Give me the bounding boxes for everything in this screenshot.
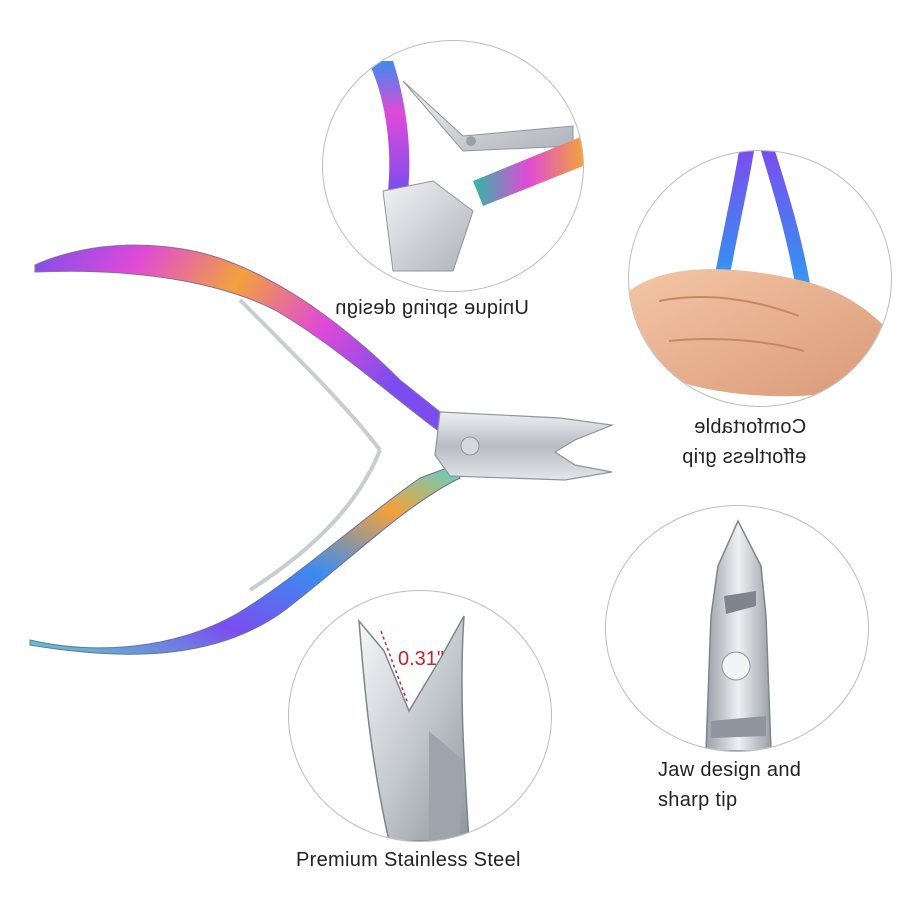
jaw-design-caption: Jaw design and sharp tip	[658, 755, 801, 815]
grip-caption-line2: effortless grip	[682, 446, 807, 468]
hand-grip-illustration	[629, 151, 884, 397]
measurement-label: 0.31"	[398, 648, 445, 670]
grip-caption: Comfortable effortless grip	[682, 412, 806, 472]
jaw-design-callout	[605, 505, 869, 752]
spring-closeup-illustration	[368, 61, 583, 272]
grip-caption-line1: Comfortable	[693, 416, 807, 438]
spring-design-callout	[322, 40, 584, 292]
spring-design-caption: Unique spring design	[335, 297, 529, 319]
stainless-steel-caption: Premium Stainless Steel	[296, 849, 521, 871]
grip-callout	[628, 150, 892, 407]
stainless-steel-callout	[288, 590, 552, 842]
jaw-design-caption-line2: sharp tip	[658, 789, 738, 811]
jaw-design-caption-line1: Jaw design and	[658, 759, 802, 781]
jaw-closeup-illustration	[358, 615, 470, 841]
tip-closeup-illustration	[705, 519, 772, 751]
